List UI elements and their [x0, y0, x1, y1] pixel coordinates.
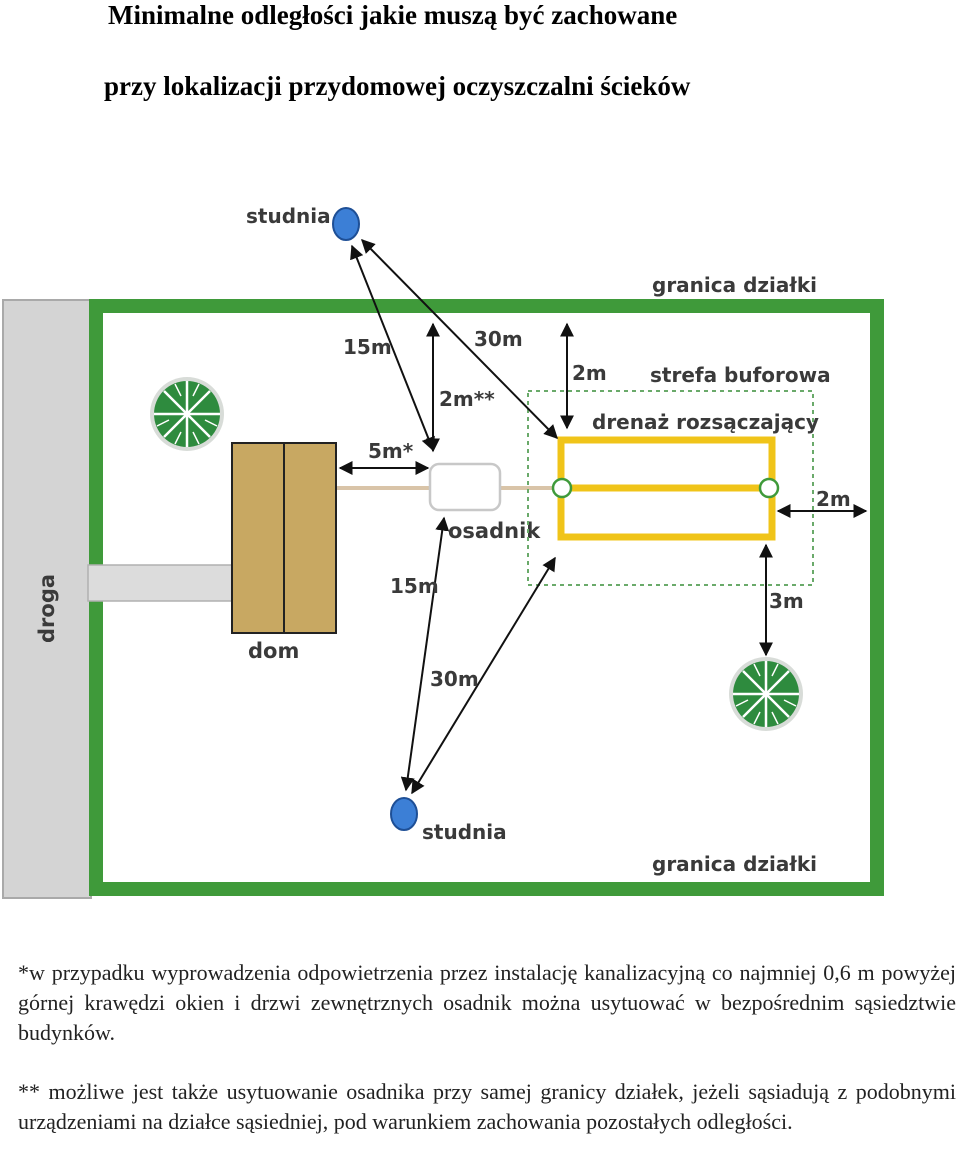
- settler: [428, 462, 502, 512]
- house-label: dom: [248, 639, 299, 663]
- tree-top-left: [148, 375, 226, 453]
- tree-bottom-right: [727, 655, 805, 733]
- dist-house-settler: 5m*: [368, 439, 414, 463]
- site-layout-diagram: droga granica działki granica działki do…: [2, 204, 884, 899]
- dist-drainage-boundary-right: 2m: [816, 487, 851, 511]
- buffer-zone-label: strefa buforowa: [650, 363, 831, 387]
- footnote-double-asterisk-text: ** możliwe jest także usytuowanie osadni…: [18, 1079, 956, 1134]
- dist-well-drainage-top: 30m: [474, 327, 523, 351]
- dist-well-settler-top: 15m: [343, 335, 392, 359]
- drainage-node-right: [758, 477, 780, 499]
- footnote-asterisk-text: *w przypadku wyprowadzenia odpowietrzeni…: [18, 960, 956, 1045]
- dist-settler-boundary: 2m**: [439, 387, 495, 411]
- dist-well-settler-bottom: 15m: [390, 574, 439, 598]
- boundary-label-top: granica działki: [652, 273, 817, 297]
- settler-label: osadnik: [448, 519, 541, 543]
- arrow-well-drainage-top: [361, 239, 558, 439]
- page-subtitle: przy lokalizacji przydomowej oczyszczaln…: [104, 71, 691, 101]
- road: [2, 299, 92, 899]
- dist-drainage-tree: 3m: [769, 589, 804, 613]
- arrow-well-drainage-bottom: [411, 556, 556, 795]
- dist-well-drainage-bottom: 30m: [430, 667, 479, 691]
- road-label: droga: [35, 574, 59, 643]
- well-bottom-label: studnia: [422, 820, 507, 844]
- footnote-double-asterisk: ** możliwe jest także usytuowanie osadni…: [18, 1077, 956, 1137]
- dist-drainage-boundary-top: 2m: [572, 361, 607, 385]
- page-title: Minimalne odległości jakie muszą być zac…: [108, 0, 678, 30]
- well-top: [332, 207, 360, 241]
- boundary-label-bottom: granica działki: [652, 852, 817, 876]
- well-bottom: [390, 797, 418, 831]
- drainage-node-left: [551, 477, 573, 499]
- drainage-label: drenaż rozsączający: [592, 410, 819, 434]
- well-top-label: studnia: [246, 204, 331, 228]
- footnote-asterisk: *w przypadku wyprowadzenia odpowietrzeni…: [18, 958, 956, 1048]
- driveway: [87, 564, 236, 602]
